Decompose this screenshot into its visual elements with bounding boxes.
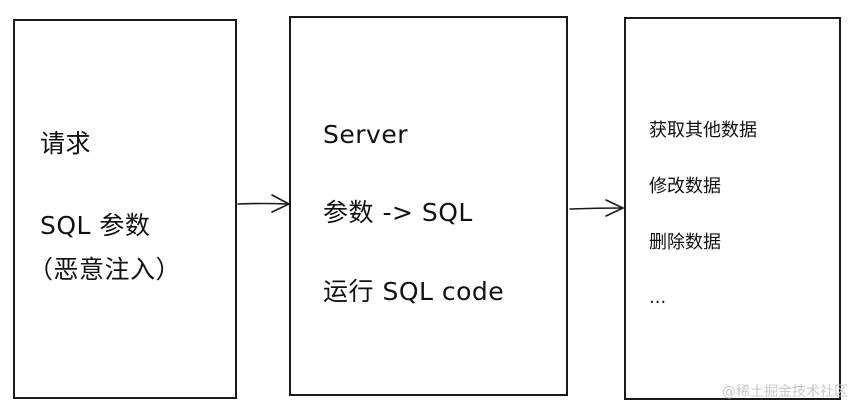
arrow-server-to-result <box>569 199 625 217</box>
result-item: ... <box>649 287 667 308</box>
server-param-to-sql: 参数 -> SQL <box>323 198 473 227</box>
server-title: Server <box>323 120 408 149</box>
result-item: 修改数据 <box>649 176 721 197</box>
request-sql-param: SQL 参数 <box>40 211 151 240</box>
request-title: 请求 <box>40 129 92 158</box>
server-box: Server 参数 -> SQL 运行 SQL code <box>289 16 568 396</box>
request-note: （恶意注入） <box>28 255 182 284</box>
arrow-request-to-server <box>237 194 291 213</box>
result-item: 删除数据 <box>649 232 721 253</box>
request-box: 请求 SQL 参数 （恶意注入） <box>13 19 237 399</box>
result-item: 获取其他数据 <box>649 120 757 141</box>
server-run-sql: 运行 SQL code <box>323 277 505 306</box>
watermark-text: @稀土掘金技术社区 <box>722 384 848 400</box>
result-box: 获取其他数据 修改数据 删除数据 ... <box>624 17 841 400</box>
